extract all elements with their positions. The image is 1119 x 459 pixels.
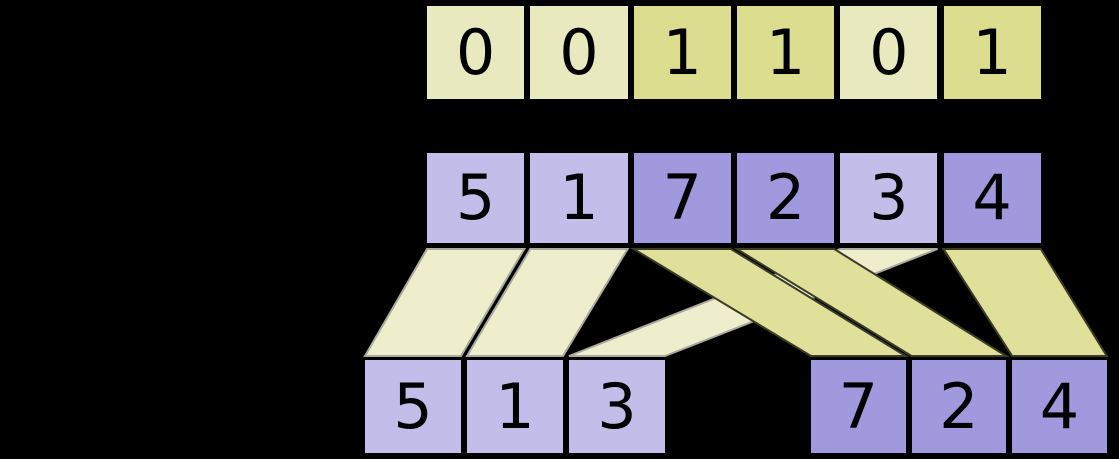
band-7 xyxy=(630,248,910,357)
value-row-cell-1: 1 xyxy=(527,150,631,246)
mask-row-cell-1: 0 xyxy=(527,3,631,102)
band-1 xyxy=(465,248,630,357)
mask-row-cell-2: 1 xyxy=(630,3,734,102)
band-2 xyxy=(733,248,1010,357)
band-5 xyxy=(363,248,527,357)
mask-row-cell-5: 1 xyxy=(940,3,1044,102)
value-row-cell-4: 3 xyxy=(837,150,941,246)
value-row-cell-3: 2 xyxy=(733,150,838,246)
mask-row-cell-0: 0 xyxy=(424,3,528,102)
mask-row-cell-4: 0 xyxy=(837,3,941,102)
mask-row-cell-3: 1 xyxy=(733,3,838,102)
result-right-row-cell-2: 4 xyxy=(1009,357,1110,456)
value-row-cell-2: 7 xyxy=(630,150,734,246)
result-left-row-cell-2: 3 xyxy=(566,357,668,456)
result-left-row-cell-1: 1 xyxy=(464,357,566,456)
result-right-row-cell-0: 7 xyxy=(808,357,909,456)
result-right-row-cell-1: 2 xyxy=(908,357,1010,456)
value-row-cell-5: 4 xyxy=(940,150,1044,246)
band-4 xyxy=(941,248,1109,357)
value-row-cell-0: 5 xyxy=(424,150,528,246)
result-left-row-cell-0: 5 xyxy=(362,357,464,456)
